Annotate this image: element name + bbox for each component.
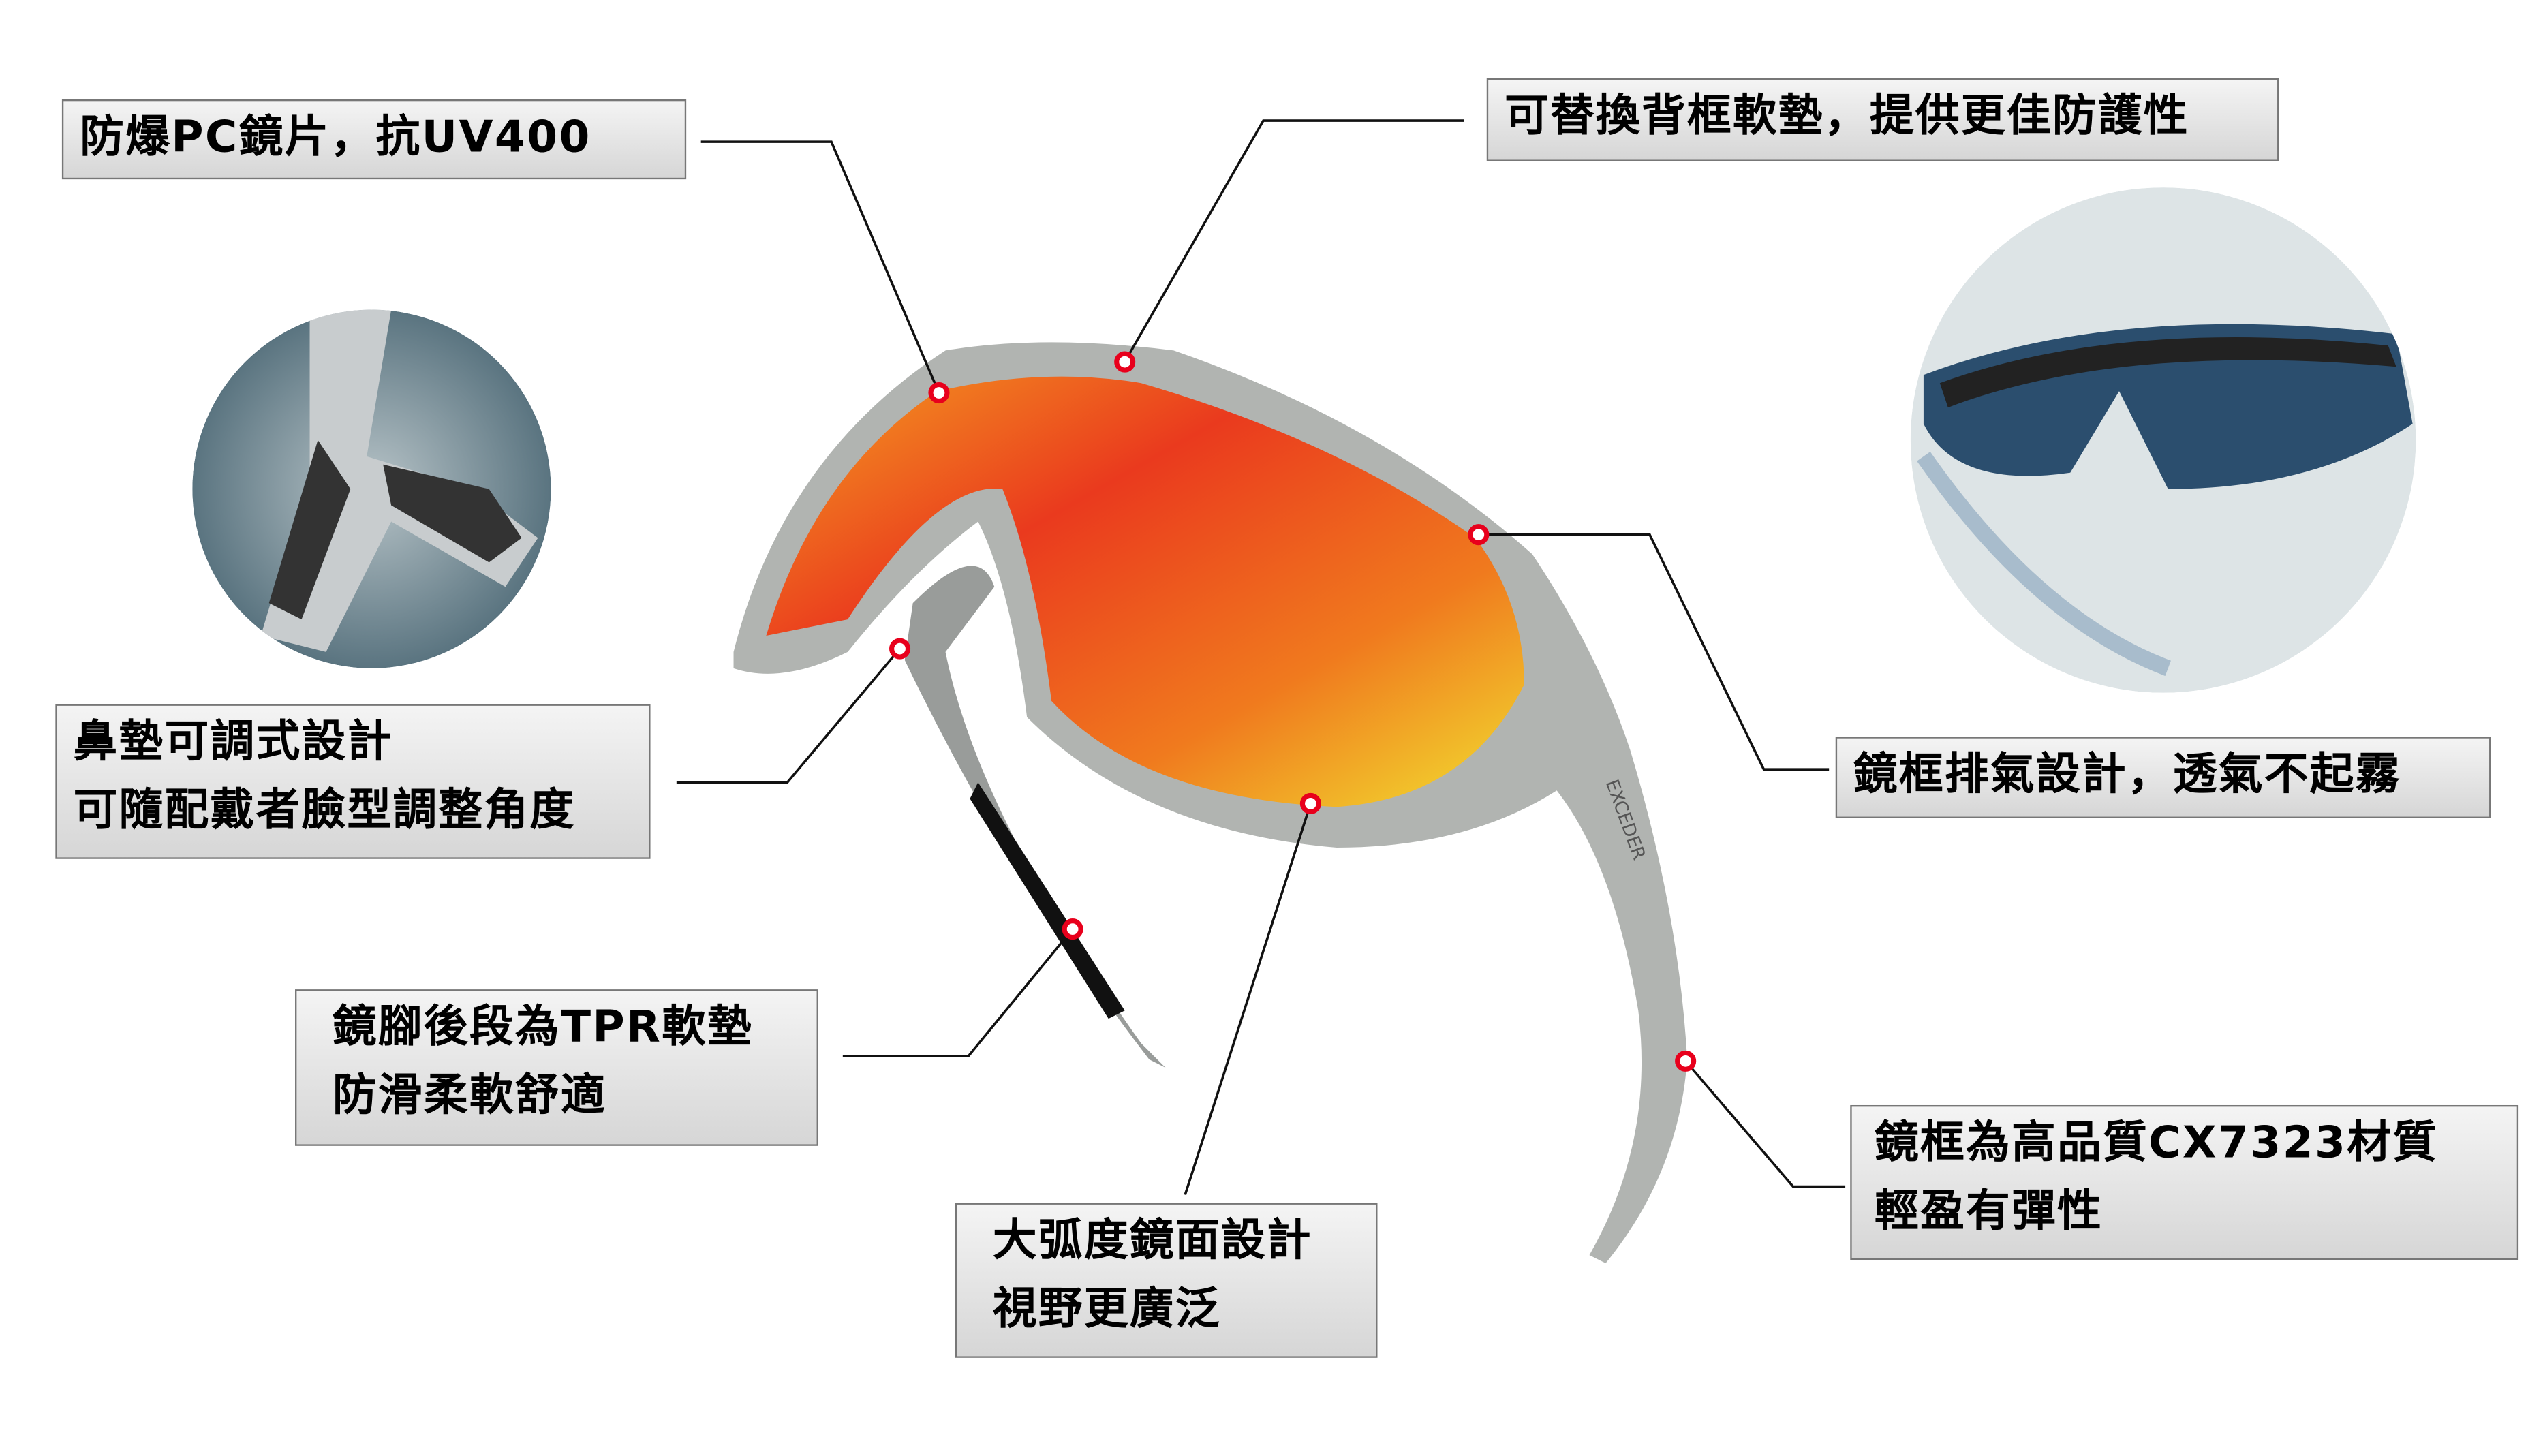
callout-text: 防爆PC鏡片，抗UV400 — [80, 112, 591, 164]
callout-vent: 鏡框排氣設計，透氣不起霧 — [1835, 737, 2491, 818]
leader-lines — [676, 119, 1846, 1196]
marker-vent — [1468, 524, 1490, 546]
callout-text: 輕盈有彈性 — [1875, 1186, 2103, 1237]
callout-text: 視野更廣泛 — [992, 1284, 1221, 1335]
callout-back-pad: 可替換背框軟墊，提供更佳防護性 — [1486, 78, 2279, 161]
marker-back-pad — [1114, 351, 1136, 373]
callout-temple-tip: 鏡腳後段為TPR軟墊防滑柔軟舒適 — [295, 989, 818, 1146]
nose-pad-inset — [192, 309, 551, 668]
callout-text: 大弧度鏡面設計 — [992, 1215, 1312, 1267]
callout-text: 鼻墊可調式設計 — [73, 717, 393, 768]
back-view-inset — [1910, 187, 2416, 693]
marker-nose-pad — [889, 638, 911, 660]
callout-text: 可隨配戴者臉型調整角度 — [73, 786, 576, 837]
marker-temple-tip — [1062, 918, 1083, 940]
callout-nose-pad: 鼻墊可調式設計可隨配戴者臉型調整角度 — [55, 704, 651, 859]
callout-text: 鏡框為高品質CX7323材質 — [1875, 1118, 2439, 1169]
callout-frame-material: 鏡框為高品質CX7323材質輕盈有彈性 — [1850, 1104, 2519, 1260]
callout-text: 防滑柔軟舒適 — [333, 1070, 606, 1121]
callout-markers — [889, 351, 1697, 1072]
main-glasses: EXCEDER — [733, 342, 1688, 1264]
marker-lens — [928, 382, 950, 404]
callout-text: 鏡框排氣設計，透氣不起霧 — [1853, 749, 2401, 801]
callout-text: 可替換背框軟墊，提供更佳防護性 — [1505, 91, 2189, 142]
marker-wide-lens — [1299, 792, 1321, 814]
callout-wide-lens: 大弧度鏡面設計視野更廣泛 — [955, 1203, 1378, 1358]
marker-frame — [1675, 1050, 1697, 1072]
callout-text: 鏡腳後段為TPR軟墊 — [333, 1002, 754, 1053]
callout-lens: 防爆PC鏡片，抗UV400 — [61, 99, 687, 180]
